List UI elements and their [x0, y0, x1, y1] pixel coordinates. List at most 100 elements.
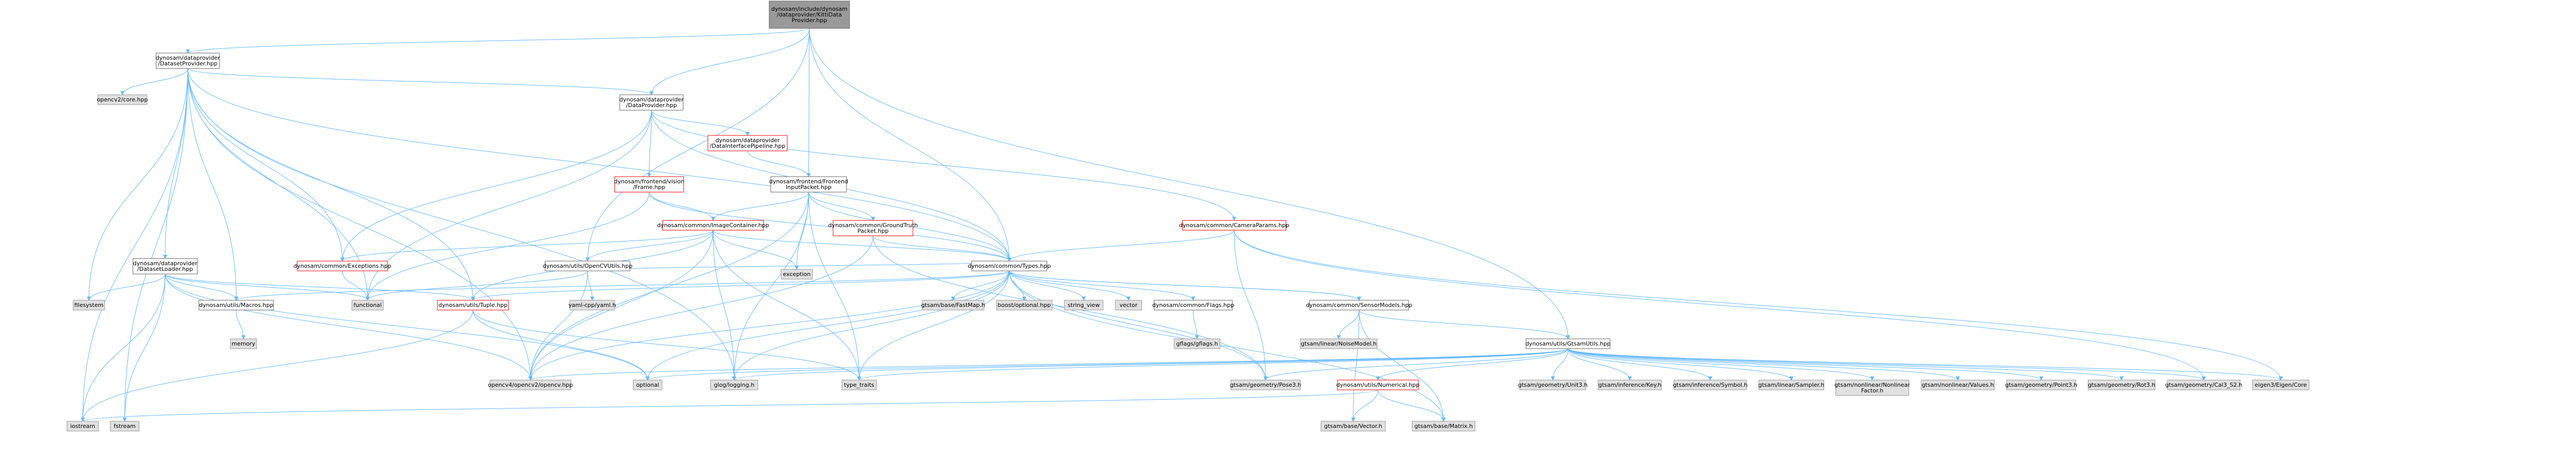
node-box — [770, 176, 847, 193]
node-boostoptional: boost/optional.hpp — [996, 300, 1053, 311]
node-label-line: gtsam/nonlinear/Nonlinear — [1835, 382, 1910, 388]
node-label-line: dynosam/dataprovider — [619, 96, 684, 103]
node-label-line: dynosam/common/Flags.hpp — [1153, 302, 1234, 308]
node-opencvutils[interactable]: dynosam/utils/OpenCVUtils.hpp — [543, 261, 633, 271]
node-label-line: gtsam/linear/Sampler.h — [1758, 382, 1824, 388]
node-label-line: dynosam/dataprovider — [716, 137, 780, 144]
node-label-line: dynosam/utils/Numerical.hpp — [1336, 382, 1419, 388]
edge-gtsamutils-to-point3 — [1568, 348, 2043, 381]
edge-imagecontainer-to-exception — [713, 230, 799, 270]
node-box — [73, 300, 105, 311]
node-box — [710, 380, 758, 390]
edge-imagecontainer-to-glog — [713, 230, 736, 381]
nodes-layer: dynosam/include/dynosam/dataprovider/Kit… — [66, 1, 2310, 432]
node-sensormodels[interactable]: dynosam/common/SensorModels.hpp — [1306, 300, 1413, 311]
node-gtsamutils[interactable]: dynosam/utils/GtsamUtils.hpp — [1526, 338, 1611, 349]
node-exceptions[interactable]: dynosam/common/Exceptions.hpp — [293, 261, 392, 271]
edge-datasetloader-to-filesystem — [87, 273, 165, 301]
edge-tuple-to-iostream — [80, 310, 473, 422]
node-label-line: dynosam/include/dynosam — [771, 6, 848, 12]
edge-root-to-types — [809, 28, 1011, 262]
node-macros[interactable]: dynosam/utils/Macros.hpp — [198, 300, 274, 311]
node-label-line: iostream — [70, 423, 95, 429]
node-box — [489, 380, 571, 390]
node-exception: exception — [781, 269, 813, 280]
node-label-line: dynosam/utils/GtsamUtils.hpp — [1526, 340, 1611, 347]
node-label-line: exception — [783, 271, 811, 278]
edge-cameraparams-to-eigen — [1234, 230, 2283, 381]
node-label-line: eigen3/Eigen/Core — [2255, 382, 2307, 388]
node-box — [1835, 380, 1909, 396]
node-iostream: iostream — [66, 421, 99, 432]
node-dataprovider[interactable]: dynosam/dataprovider/DataProvider.hpp — [619, 94, 684, 111]
edge-gtsamutils-to-cal3 — [1568, 348, 2206, 381]
node-cameraparams[interactable]: dynosam/common/CameraParams.hpp — [1179, 220, 1290, 231]
edge-datasetprovider-to-iostream — [80, 68, 188, 422]
node-imagecontainer[interactable]: dynosam/common/ImageContainer.hpp — [657, 220, 769, 231]
node-label-line: dynosam/common/Exceptions.hpp — [293, 263, 391, 269]
node-sampler: gtsam/linear/Sampler.h — [1758, 380, 1824, 390]
edge-datasetprovider-to-opencv2core — [120, 68, 188, 95]
node-box — [1154, 300, 1233, 311]
node-label-line: InputPacket.hpp — [786, 184, 832, 191]
edge-gtsamutils-to-type_traits — [857, 348, 1568, 381]
node-box — [841, 380, 877, 390]
node-label-line: gtsam/inference/Symbol.h — [1673, 382, 1748, 388]
node-opencv2core: opencv2/core.hpp — [97, 94, 148, 105]
edge-imagecontainer-to-type_traits — [713, 230, 861, 381]
edge-numerical-to-iostream — [81, 389, 1378, 422]
edge-gtsamutils-to-nonlinearfactor — [1568, 348, 1874, 381]
node-tuple[interactable]: dynosam/utils/Tuple.hpp — [437, 300, 509, 311]
node-box — [1064, 300, 1104, 311]
node-box — [1526, 338, 1611, 349]
node-noisemodel: gtsam/linear/NoiseModel.h — [1300, 338, 1378, 349]
node-box — [1921, 380, 1995, 390]
node-eigen: eigen3/Eigen/Core — [2252, 380, 2310, 390]
edge-opencvutils-to-opencv2opencv — [528, 270, 588, 381]
node-datainterfacepipeline[interactable]: dynosam/dataprovider/DataInterfacePipeli… — [707, 135, 788, 151]
node-box — [662, 220, 764, 231]
node-label-line: dynosam/common/Types.hpp — [968, 263, 1050, 269]
node-label-line: functional — [353, 302, 382, 308]
node-label-line: gtsam/geometry/Rot3.h — [2088, 382, 2156, 388]
node-types[interactable]: dynosam/common/Types.hpp — [968, 261, 1051, 271]
node-box — [1309, 300, 1409, 311]
edge-gtsamutils-to-glog — [732, 348, 1568, 381]
node-label-line: vector — [1120, 302, 1138, 308]
node-root[interactable]: dynosam/include/dynosam/dataprovider/Kit… — [769, 1, 850, 29]
node-vision_frame[interactable]: dynosam/frontend/vision/Frame.hpp — [614, 176, 685, 193]
node-type_traits: type_traits — [841, 380, 877, 390]
edge-gtsamutils-to-values — [1568, 348, 1960, 381]
node-datasetloader[interactable]: dynosam/dataprovider/DatasetLoader.hpp — [132, 258, 198, 274]
node-box — [1182, 220, 1286, 231]
node-vector: vector — [1115, 300, 1142, 311]
node-box — [619, 94, 684, 111]
node-label-line: gtsam/base/Vector.h — [1324, 423, 1382, 429]
node-label-line: type_traits — [844, 382, 874, 388]
node-flags[interactable]: dynosam/common/Flags.hpp — [1153, 300, 1234, 311]
node-label-line: string_view — [1067, 302, 1099, 308]
edge-root-to-datasetprovider — [185, 28, 810, 54]
node-symbol: gtsam/inference/Symbol.h — [1673, 380, 1748, 390]
edge-types-to-macros — [234, 270, 1010, 301]
node-label-line: dynosam/common/CameraParams.hpp — [1179, 222, 1290, 229]
node-box — [1412, 421, 1476, 432]
edge-datasetprovider-to-datasetloader — [163, 68, 188, 259]
node-label-line: dynosam/common/ImageContainer.hpp — [657, 222, 769, 229]
node-label-line: gtsam/geometry/Point3.h — [2005, 382, 2077, 388]
node-label-line: dynosam/common/GroundTruth — [828, 222, 918, 229]
node-box — [437, 300, 509, 311]
node-box — [66, 421, 99, 432]
node-label-line: dynosam/dataprovider — [156, 55, 220, 61]
edge-frontendinputpacket-to-type_traits — [808, 192, 861, 381]
edge-types-to-flags — [1009, 270, 1195, 301]
node-numerical[interactable]: dynosam/utils/Numerical.hpp — [1336, 380, 1419, 390]
node-label-line: gtsam/inference/Key.h — [1598, 382, 1661, 388]
node-box — [1320, 421, 1386, 432]
node-label-line: /dataprovider/KittiData — [777, 11, 842, 18]
node-box — [1598, 380, 1662, 390]
edge-sensormodels-to-gtsamvector — [1351, 310, 1360, 422]
node-datasetprovider[interactable]: dynosam/dataprovider/DatasetProvider.hpp — [156, 53, 220, 69]
